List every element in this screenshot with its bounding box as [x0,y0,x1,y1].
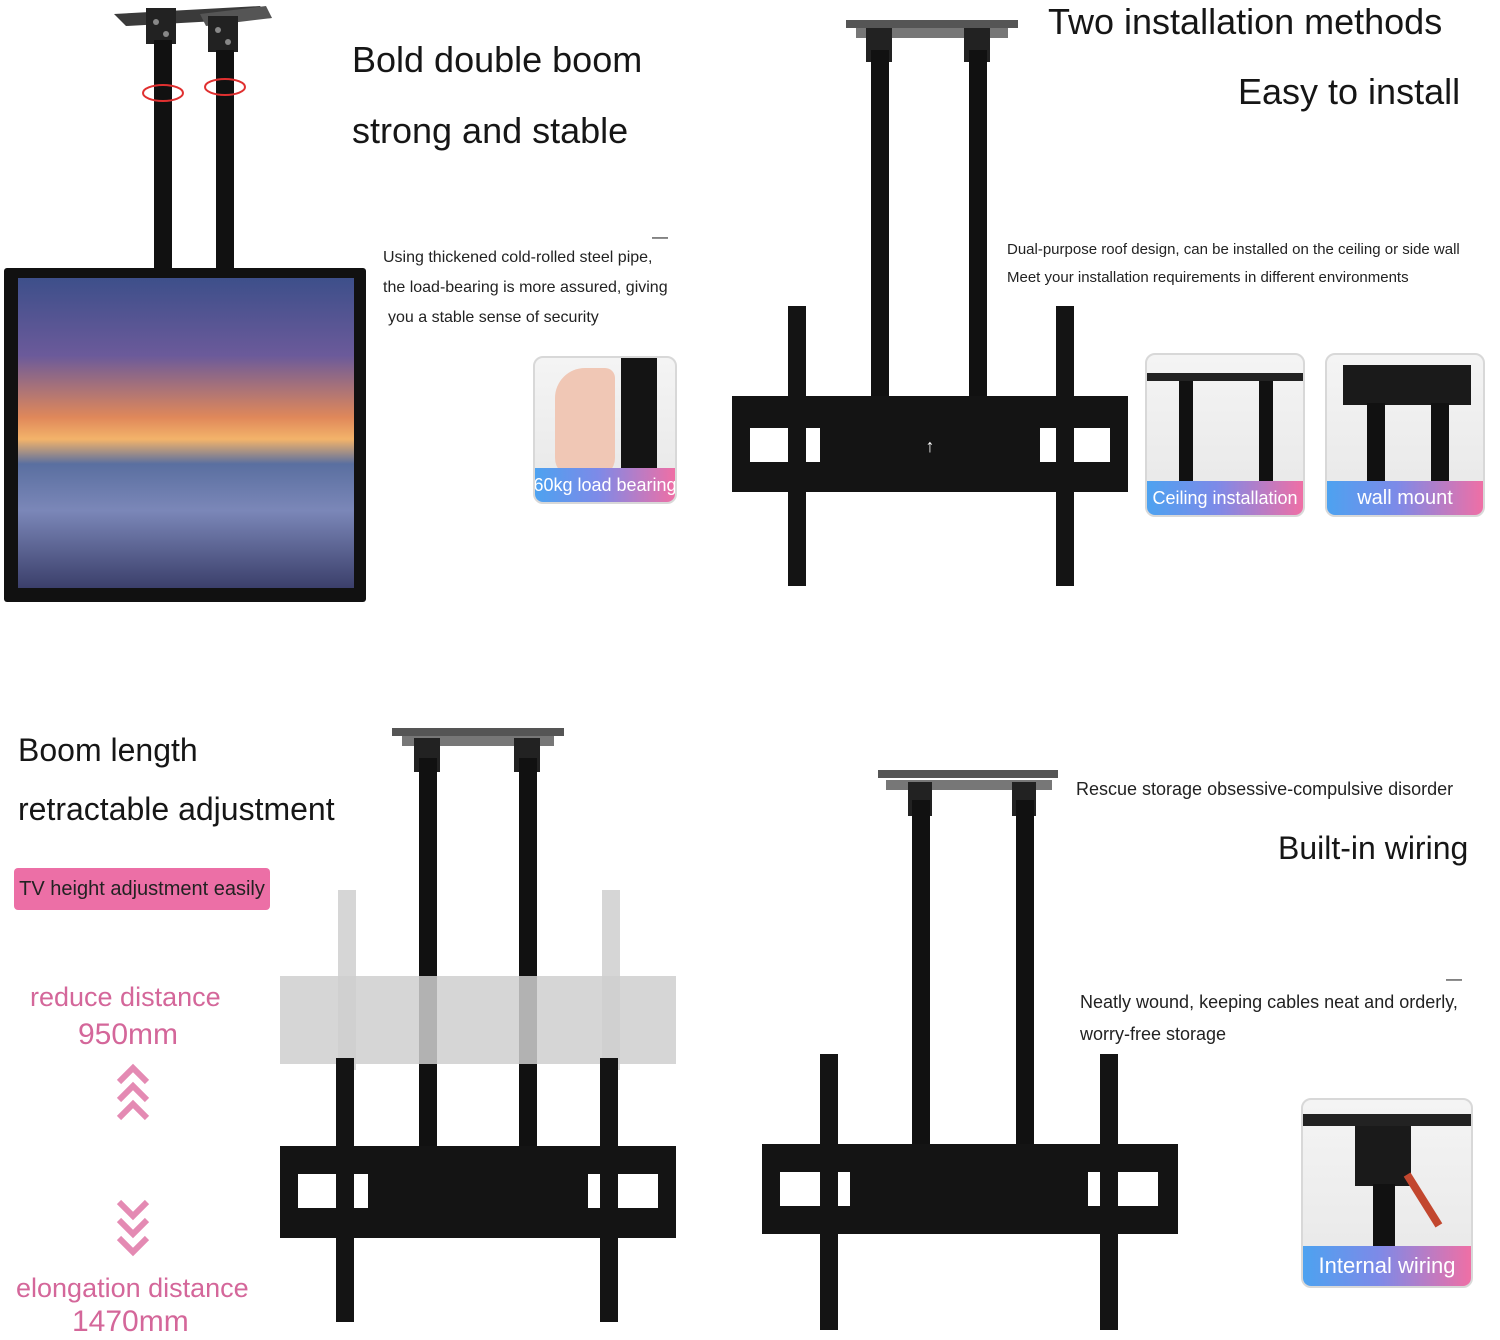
hand-grip-image [555,368,615,478]
ceiling-plate-image [114,6,272,268]
tv-screen-image [4,268,366,602]
wiring-mount-image [762,770,1178,1330]
chevron-double-down-icon [116,1199,150,1257]
installation-desc-line2: Meet your installation requirements in d… [1007,269,1409,286]
wiring-desc-line2: worry-free storage [1080,1024,1227,1044]
dash: — [652,229,668,246]
wiring-subtitle: Rescue storage obsessive-compulsive diso… [1076,779,1454,799]
reduce-distance-value: 950mm [78,1018,179,1051]
retractable-mount-image [280,728,676,1322]
rotation-ring-icon [142,84,184,102]
elongation-distance-label: elongation distance [16,1273,249,1303]
ceiling-installation-badge: Ceiling installation [1147,481,1303,515]
wiring-desc-line1: Neatly wound, keeping cables neat and or… [1080,992,1458,1012]
elongation-distance-value: 1470mm [72,1305,189,1338]
cable-image [1403,1172,1443,1228]
reduce-distance-label: reduce distance [30,982,221,1012]
height-adjust-pill: TV height adjustment easily [14,868,270,910]
double-boom-desc-line2: the load-bearing is more assured, giving [383,279,668,296]
pole-image [621,358,657,478]
installation-title-line1: Two installation methods [1048,1,1443,42]
wiring-title: Built-in wiring [1278,830,1469,866]
wall-mount-thumbnail: wall mount [1325,353,1485,517]
svg-text:↑: ↑ [926,436,935,456]
double-boom-desc-line1: Using thickened cold-rolled steel pipe, [383,249,653,266]
internal-wiring-thumbnail: Internal wiring [1301,1098,1473,1288]
internal-wiring-badge: Internal wiring [1303,1246,1471,1286]
load-bearing-thumbnail: 60kg load bearing [533,356,677,504]
installation-desc-line1: Dual-purpose roof design, can be install… [1007,241,1460,258]
mount-bracket-image: ↑ [732,20,1128,586]
wall-mount-badge: wall mount [1327,481,1483,515]
dash: — [1446,971,1462,988]
rotation-ring-icon [204,78,246,96]
boom-length-title-line1: Boom length [18,732,198,768]
load-bearing-badge: 60kg load bearing [535,468,675,502]
double-boom-title-line1: Bold double boom [352,39,643,80]
installation-title-line2: Easy to install [1238,71,1461,112]
double-boom-desc-line3: you a stable sense of security [388,309,599,326]
boom-length-title-line2: retractable adjustment [18,791,335,827]
chevron-double-up-icon [116,1063,150,1121]
ceiling-installation-thumbnail: Ceiling installation [1145,353,1305,517]
double-boom-title-line2: strong and stable [352,110,629,151]
